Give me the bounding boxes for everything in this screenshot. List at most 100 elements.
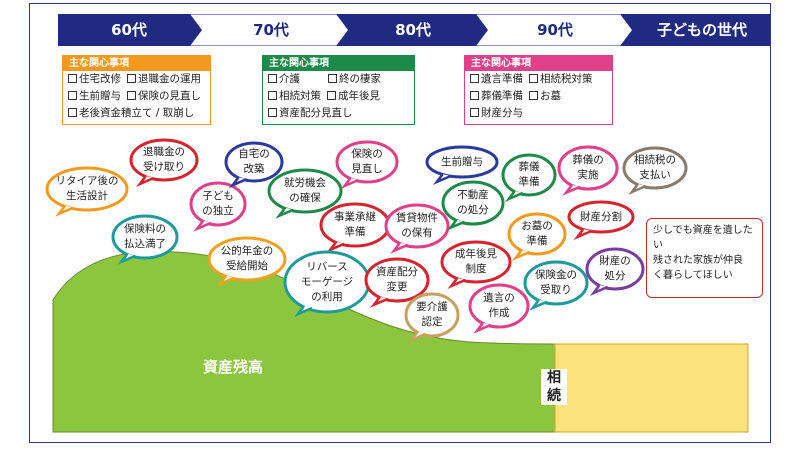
event-bubble-text: 事業承継準備 [334,211,376,238]
event-bubble-tail [473,322,492,334]
event-bubble-text: 保険金の受取り [535,269,577,296]
concern-item: 相続対策 [279,90,321,102]
asset-balance-label: 資産残高 [203,358,264,376]
event-bubble-text: 退職金の受け取り [143,146,185,173]
event-bubble-text: 不動産の処分 [457,189,489,216]
event-bubble-text: 成年後見制度 [455,248,497,275]
concern-item: 退職金の運用 [138,73,201,85]
inheritance-area [554,343,749,433]
concern-item: 相続税対策 [540,73,593,85]
concern-box-70s-80s: 主な関心事項 介護終の棲家 相続対策 成年後見 資産配分見直し [262,55,415,125]
concern-row: 介護終の棲家 [263,71,414,88]
checkbox-icon [268,108,277,117]
concern-row: 資産配分見直し [263,105,414,122]
checkbox-icon [470,108,479,117]
event-bubble-tail [228,176,248,189]
concern-row: 住宅改修 退職金の運用 [63,71,210,88]
checkbox-icon [327,91,336,100]
diagram-frame [29,3,771,443]
concern-item: 資産配分見直し [279,107,353,119]
event-bubble-shape [224,141,284,183]
checkbox-icon [268,91,277,100]
event-bubble-text: 葬儀の実施 [572,154,604,181]
concern-row: 生前贈与 保険の見直し [63,88,210,105]
event-bubble-text: リバースモーゲージの利用 [300,260,354,303]
event-bubble-text: 遺言の作成 [483,292,515,319]
checkbox-icon [470,91,479,100]
age-60s: 60代 [111,21,147,39]
event-bubble-text: 財産の処分 [599,255,631,282]
event-bubble-text: 公的年金の受給開始 [220,245,274,272]
age-children-generation: 子どもの世代 [656,21,747,39]
concern-item: 老後資金積立て / 取崩し [79,107,195,119]
event-bubble-text: 相続税の支払い [634,154,676,181]
event-bubble-shape [207,236,287,282]
event-bubble-tail [628,183,647,195]
event-bubble-shape [129,138,199,182]
event-bubble-text: 資産配分変更 [376,266,418,293]
event-bubble-tail [294,305,313,317]
event-bubble-shape [425,145,499,179]
event-bubble-shape [567,200,635,234]
event-bubble-shape [267,168,343,214]
checkbox-icon [470,74,479,83]
event-bubble-shape [440,240,512,284]
event-bubble-shape [335,140,399,184]
event-bubble-tail [370,296,389,308]
event-bubble-tail [562,184,581,196]
checkbox-icon [68,74,77,83]
event-bubble-shape [507,212,567,256]
concern-item: 葬儀準備 [481,90,523,102]
event-bubble-tail [432,173,452,185]
age-80s: 80代 [395,21,431,39]
event-bubble-shape [468,283,530,329]
concern-box-title: 主な関心事項 [263,56,414,71]
event-bubble-shape [523,260,589,306]
concern-item: 保険の見直し [138,90,201,102]
event-bubble-tail [573,228,592,240]
concern-item: 生前贈与 [79,90,121,102]
wish-note: 少しでも資産を遺したい残された家族が仲良く暮らしてほしい [646,218,763,298]
event-bubble-text: 要介護認定 [416,301,448,328]
event-bubble-text: 就労機会の確保 [284,177,326,204]
event-bubble-shape [557,145,619,191]
event-bubble-text: お墓の準備 [521,220,553,247]
event-bubble-shape [585,247,645,291]
concern-item: お墓 [540,90,561,102]
event-bubble-shape [45,166,129,212]
event-bubble-tail [446,219,465,231]
event-bubble-shape [622,146,688,190]
concern-item: 成年後見 [338,90,380,102]
event-bubble-tail [447,277,466,289]
event-bubble-shape [384,203,450,249]
event-bubble-tail [117,253,136,265]
checkbox-icon [529,74,538,83]
checkbox-icon [127,74,136,83]
age-70s: 70代 [253,21,289,39]
event-bubble-text: リタイア後の生活設計 [55,175,119,202]
event-bubble-text: 財産分割 [580,210,622,223]
checkbox-icon [127,91,136,100]
event-bubble-tail [326,241,345,253]
event-bubble-shape [441,180,505,226]
event-bubble-tail [529,299,548,311]
event-bubble-tail [340,177,359,189]
checkbox-icon [268,74,277,83]
event-bubble-tail [275,207,294,219]
concern-item: 住宅改修 [79,73,121,85]
age-timeline: 60代 70代 80代 90代 子どもの世代 [58,14,770,46]
concern-box-90s: 主な関心事項 遺言準備相続税対策 葬儀準備お墓 財産分与 [464,55,613,125]
concern-box-title: 主な関心事項 [63,56,210,71]
concern-row: 遺言準備相続税対策 [465,71,612,88]
event-bubble-text: 保険の見直し [351,148,383,175]
checkbox-icon [529,91,538,100]
event-bubble-tail [136,175,155,187]
event-bubble-shape [189,181,247,227]
timeline-arrows [58,14,770,46]
event-bubble-tail [511,249,531,261]
event-bubble-tail [589,284,609,296]
event-bubble-shape [404,292,460,338]
event-bubble-text: 子どもの独立 [202,190,234,217]
concern-row: 相続対策 成年後見 [263,88,414,105]
